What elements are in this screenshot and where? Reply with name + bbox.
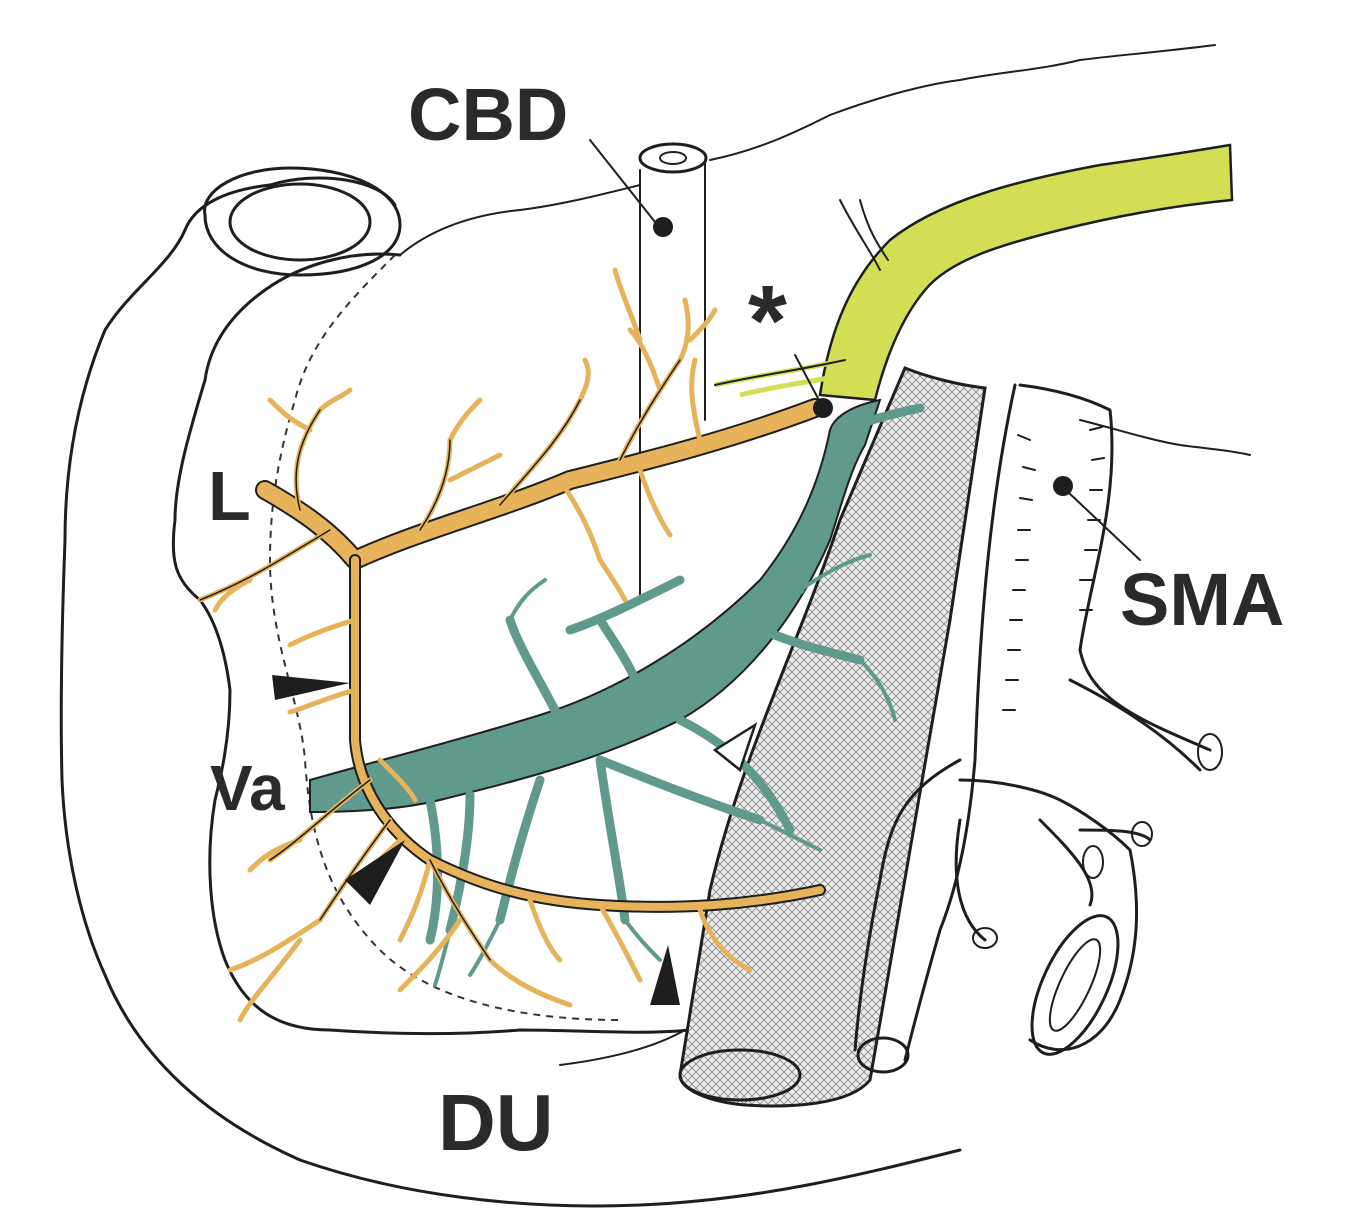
- label-va: Va: [210, 752, 285, 824]
- label-asterisk: *: [748, 265, 787, 377]
- sma-leader: [1068, 492, 1140, 560]
- asterisk-dot: [813, 398, 833, 418]
- green-vessel: [820, 145, 1232, 400]
- label-cbd: CBD: [408, 73, 568, 156]
- label-l: L: [208, 457, 251, 535]
- cbd-leader: [590, 140, 655, 222]
- label-sma: SMA: [1120, 558, 1284, 641]
- label-du: DU: [438, 1078, 554, 1167]
